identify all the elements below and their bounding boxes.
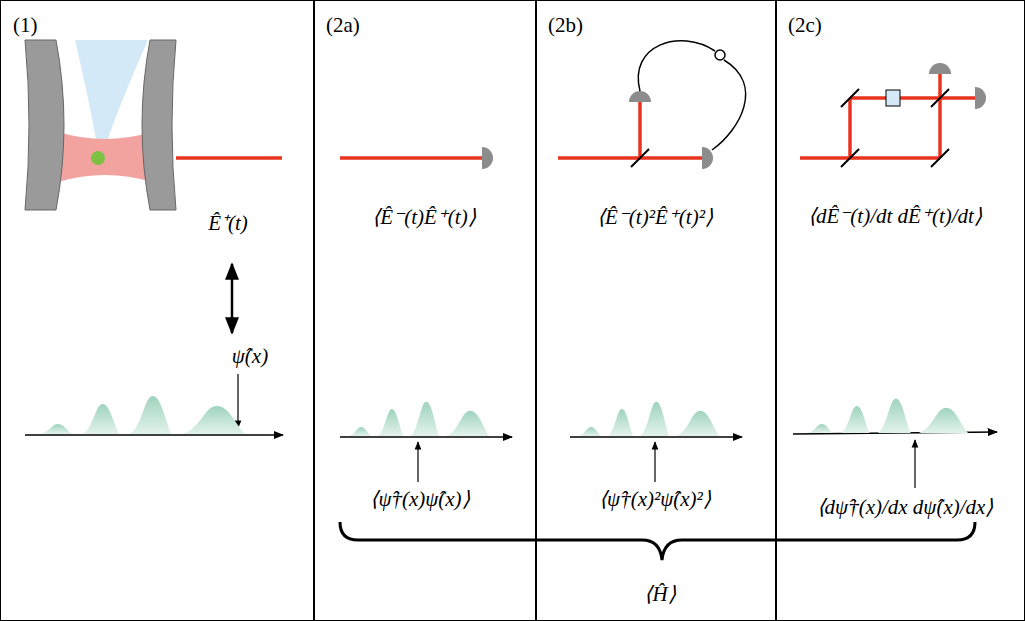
leader-line [417,442,418,482]
wave-hump [608,409,633,436]
atom [91,151,105,165]
leader-line [914,440,915,488]
double-arrow [231,264,234,333]
field-label: Ê⁺(t) [206,208,250,236]
expectation-label: ⟨Ê⁻(t)²Ê⁺(t)²⟩ [595,205,715,230]
panel-tag: (2a) [326,13,360,38]
x-axis [25,434,283,436]
panel-box: (2c) [775,0,1025,621]
wave-humps [41,396,969,436]
expectation-label: ⟨Ê⁻(t)Ê⁺(t)⟩ [370,205,477,230]
beam-splitter [841,149,859,167]
beam-splitter [931,89,949,107]
beam [800,156,940,160]
wave-hump [878,399,911,433]
x-axis [340,436,512,438]
cable [712,60,746,150]
coincidence-counter [715,50,725,60]
mirror [931,149,949,167]
panel-tag: (2c) [788,13,822,38]
detector [975,87,986,109]
wave-hump [841,406,870,433]
wave-hump [640,402,669,436]
x-axis [570,436,742,438]
beam [558,156,702,160]
phase-element [886,90,900,106]
beam [848,98,852,158]
cavity-mode [58,132,152,182]
beam-splitter [631,149,649,167]
panel-box: (1) [0,0,315,621]
curly-brace [340,522,975,560]
expectation-label: ⟨dÊ⁻(t)/dt dÊ⁺(t)/dt⟩ [806,204,984,229]
detector [629,91,651,102]
beam [850,96,975,100]
leader-line [654,442,655,482]
beam [938,74,942,158]
panel-box: (2b) [535,0,777,621]
wave-hump [83,404,120,434]
cable [638,41,715,91]
expectation-label: ⟨ψ̂†(x)²ψ̂(x)²⟩ [597,487,713,512]
wave-hump [446,411,489,436]
panel-box: (2a) [313,0,537,621]
beam [638,102,642,158]
panel-tag: (1) [13,13,38,38]
wave-hump [579,427,601,436]
wave-hump [808,424,833,433]
wave-hump [349,427,371,436]
mirror [841,89,859,107]
wave-hump [410,402,439,436]
beam [340,156,482,160]
detector [929,63,951,74]
wave-hump [182,406,245,434]
panel-tag: (2b) [548,13,583,38]
leader-line [237,374,238,428]
wave-hump [676,411,719,436]
expectation-label: ⟨dψ̂†(x)/dx dψ̂(x)/dx⟩ [815,495,996,520]
wave-hump [41,424,73,434]
expectation-label: ⟨ψ̂†(x)ψ̂(x)⟩ [368,487,471,512]
field-label: ψ̂(x) [230,344,270,369]
wave-hump [378,409,403,436]
cavity-mirror [142,40,176,210]
wave-hump [919,408,968,433]
wave-hump [130,396,172,434]
output-beam [176,156,282,160]
detector [482,147,493,169]
detector [702,147,713,169]
hamiltonian-label: ⟨Ĥ⟩ [642,582,677,607]
cavity-mirror [25,40,64,210]
